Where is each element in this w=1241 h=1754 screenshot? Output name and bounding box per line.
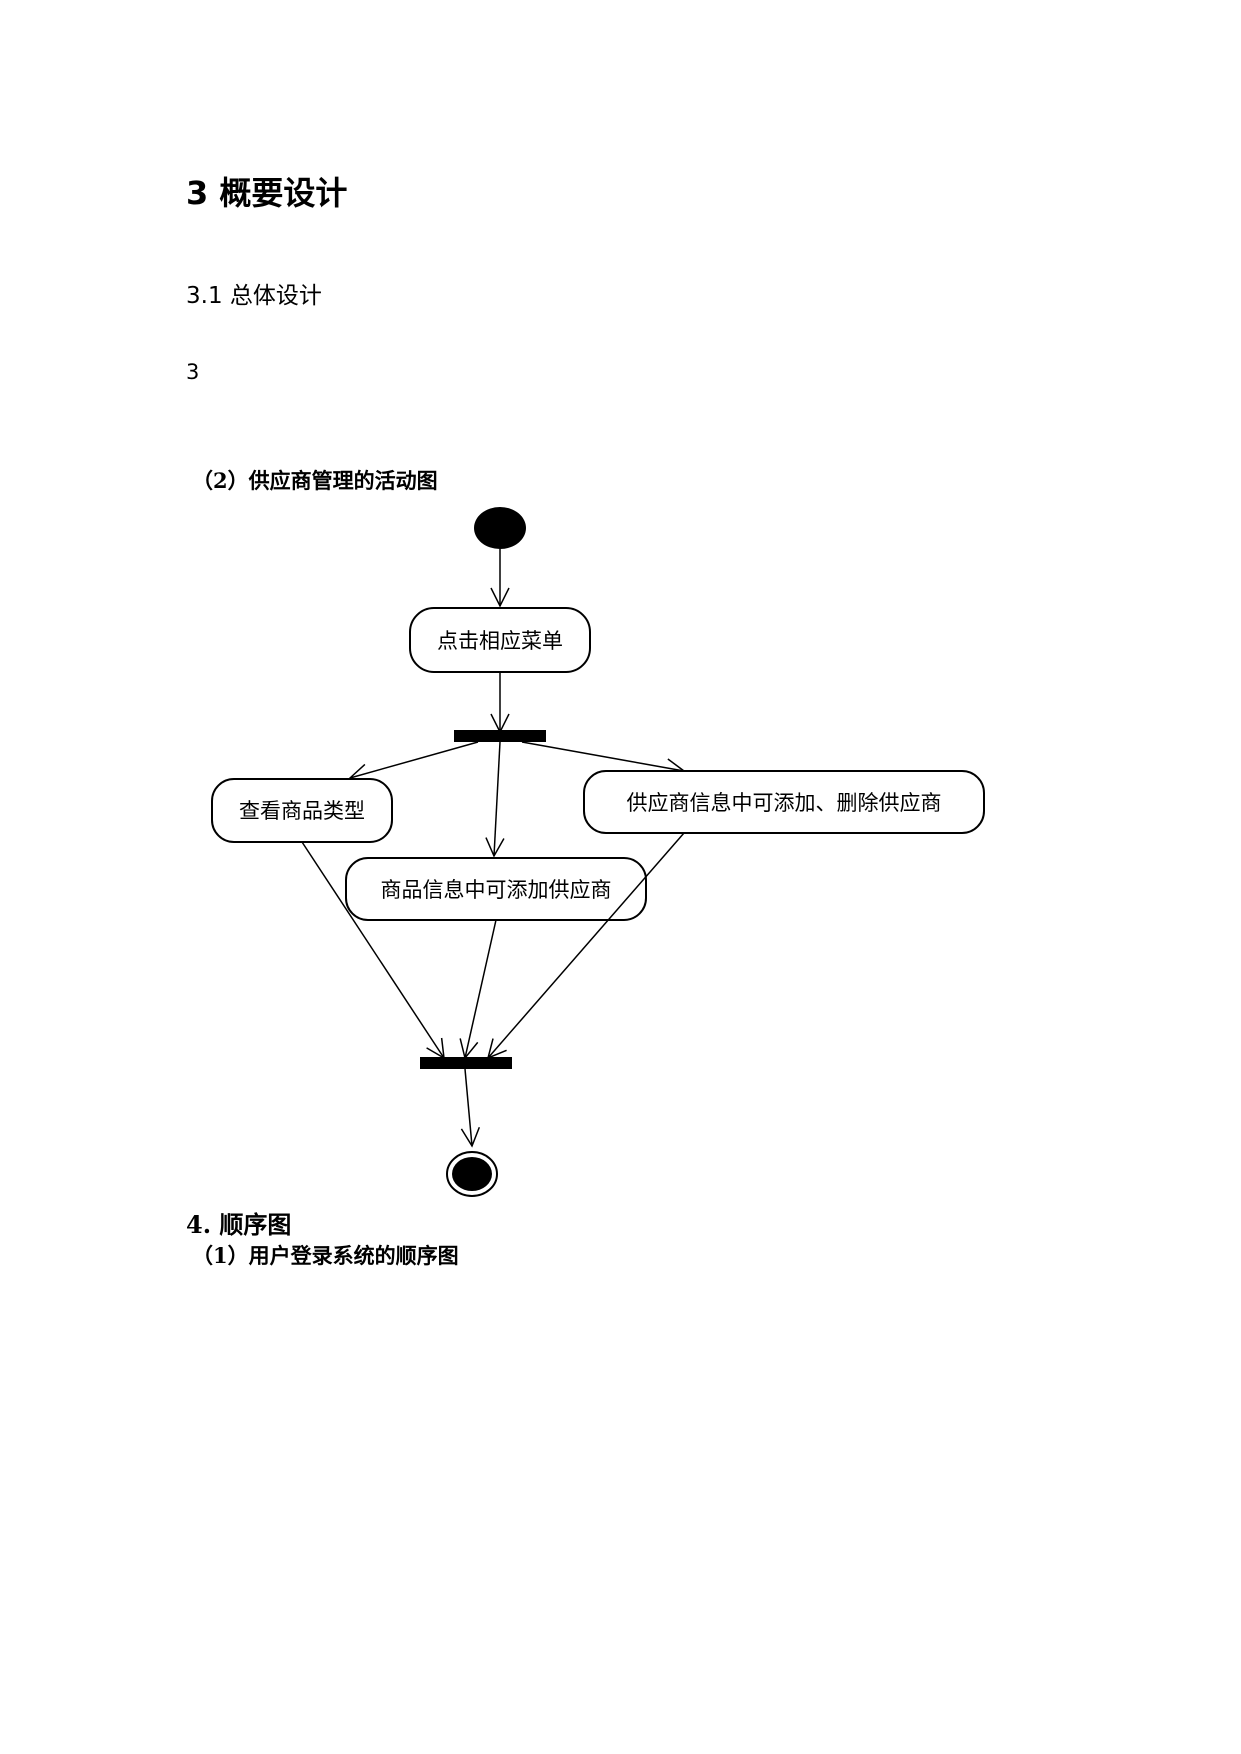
paragraph-number: 3 xyxy=(186,360,200,384)
flow-fork-to-supplier-info xyxy=(521,741,686,778)
end-node xyxy=(446,1151,498,1197)
subsection-title: 3.1 总体设计 xyxy=(186,283,322,309)
flow-join-to-end xyxy=(460,1068,481,1148)
sequence-diagram-heading: 4. 顺序图 xyxy=(186,1210,292,1239)
fork-bar xyxy=(454,730,546,742)
action-product-info: 商品信息中可添加供应商 xyxy=(345,857,647,921)
action-click-menu-label: 点击相应菜单 xyxy=(437,629,563,653)
sequence-diagram-subcaption: （1）用户登录系统的顺序图 xyxy=(192,1243,459,1268)
figure-caption: （2）供应商管理的活动图 xyxy=(192,468,438,493)
action-supplier-info: 供应商信息中可添加、删除供应商 xyxy=(583,770,985,834)
flow-product-info-to-join xyxy=(459,919,497,1060)
flow-view-types-to-join xyxy=(301,841,445,1060)
section-title: 3 概要设计 xyxy=(186,174,348,212)
action-view-product-types: 查看商品类型 xyxy=(211,778,393,843)
join-bar xyxy=(420,1057,512,1069)
start-node xyxy=(474,507,526,549)
action-product-info-label: 商品信息中可添加供应商 xyxy=(381,878,612,902)
flow-fork-to-product-info xyxy=(485,741,505,858)
action-view-product-types-label: 查看商品类型 xyxy=(239,799,365,823)
flow-fork-to-view-types xyxy=(348,741,479,783)
action-click-menu: 点击相应菜单 xyxy=(409,607,591,673)
flow-supplier-info-to-join xyxy=(486,832,685,1060)
action-supplier-info-label: 供应商信息中可添加、删除供应商 xyxy=(627,791,942,815)
